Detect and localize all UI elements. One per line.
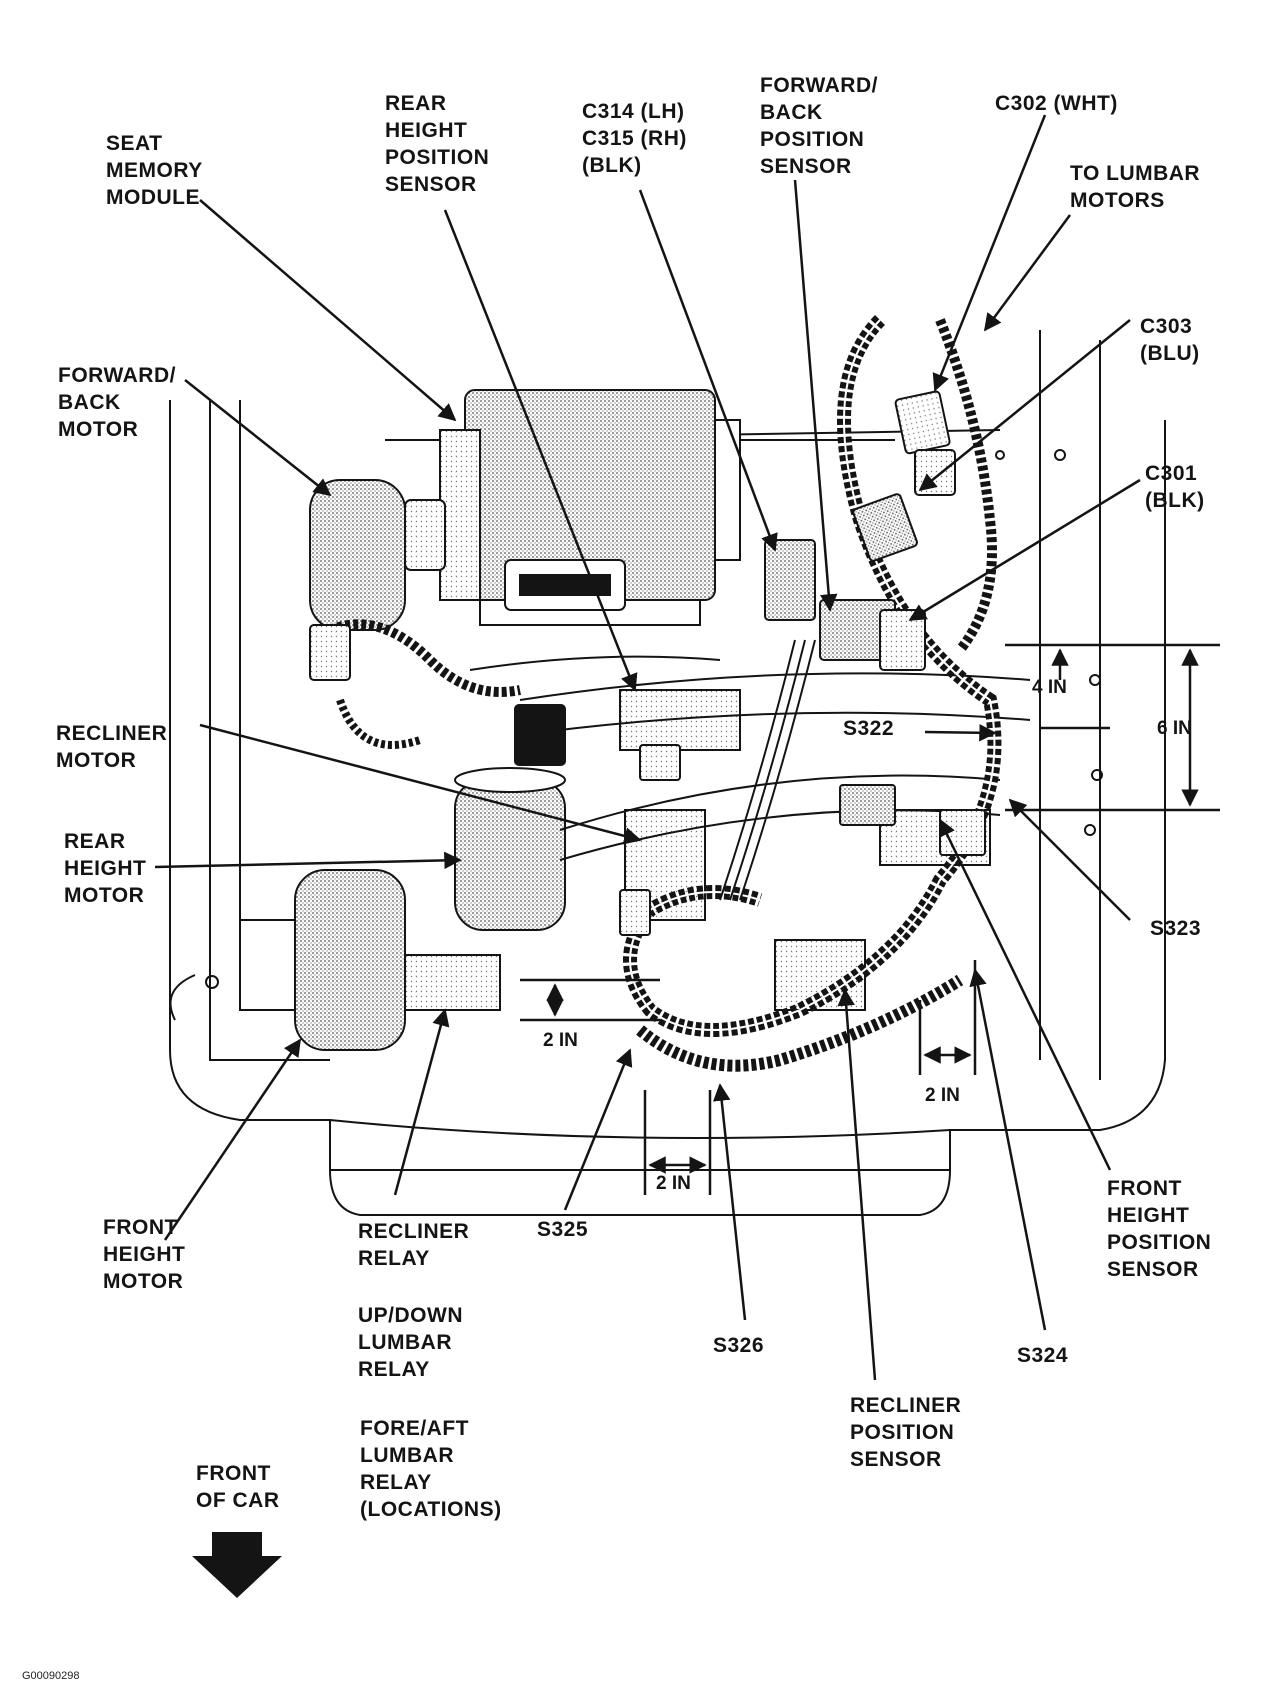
dimension-lines — [520, 643, 1220, 1195]
dimension-6in: 6 IN — [1157, 718, 1192, 739]
figure-code: G00090298 — [22, 1670, 80, 1682]
dimension-2in-bottom: 2 IN — [656, 1173, 691, 1194]
connectors — [309, 390, 986, 936]
front-of-car-arrow-icon — [192, 1532, 282, 1598]
dimension-2in-left: 2 IN — [543, 1030, 578, 1051]
leader-arrows — [154, 114, 1141, 1381]
label-c301: C301(BLK) — [1145, 462, 1205, 512]
relay-blocks — [619, 689, 991, 1011]
label-c314-c315: C314 (LH)C315 (RH)(BLK) — [582, 100, 687, 177]
dimension-4in: 4 IN — [1032, 677, 1067, 698]
label-s325: S325 — [537, 1218, 589, 1241]
front-height-motor-shape — [239, 869, 501, 1051]
dimension-2in-right: 2 IN — [925, 1085, 960, 1106]
label-s326: S326 — [713, 1334, 765, 1357]
wire-harness — [328, 315, 1002, 1072]
label-s324: S324 — [1017, 1344, 1069, 1367]
label-c302: C302 (WHT) — [995, 92, 1118, 115]
seat-memory-module-shape — [439, 389, 741, 626]
label-c303: C303(BLU) — [1140, 315, 1200, 365]
recliner-motor-shape — [454, 767, 566, 931]
forward-back-motor-shape — [309, 479, 446, 631]
label-s323: S323 — [1150, 917, 1202, 940]
label-s322: S322 — [843, 717, 895, 740]
